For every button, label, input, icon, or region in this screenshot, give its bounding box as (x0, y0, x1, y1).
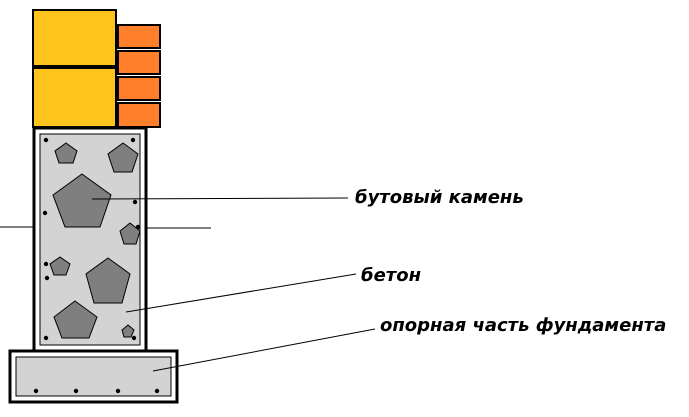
rebar-dot (43, 335, 49, 341)
yellow-block-top (32, 9, 117, 67)
label-footing: опорная часть фундамента (380, 315, 666, 336)
rebar-dot (43, 137, 49, 143)
rebar-dot (154, 388, 160, 394)
rubble-stone (85, 257, 131, 304)
rubble-stones (49, 142, 141, 339)
footing (8, 349, 179, 404)
leader-line-footing (152, 328, 376, 372)
rebar-dot (131, 335, 137, 341)
label-rubble-stone: бутовый камень (355, 187, 524, 208)
rebar-dot (44, 275, 50, 281)
rebar-dot (33, 388, 39, 394)
foundation-wall (32, 126, 148, 353)
rubble-stone (49, 256, 71, 276)
rebar-dot (73, 388, 79, 394)
leader-lines (91, 197, 376, 372)
brick-2 (117, 50, 161, 75)
brick-4 (117, 102, 161, 128)
rubble-stone (52, 173, 112, 228)
rebar-dot (42, 210, 48, 216)
rubble-stone (119, 222, 141, 245)
rebar-dot (115, 388, 121, 394)
rebar-dot (130, 137, 136, 143)
leader-line-rubble-stone (91, 197, 349, 200)
yellow-block-bottom (32, 67, 117, 128)
brick-1 (117, 24, 161, 49)
footing-concrete (15, 356, 172, 397)
ground-level (0, 226, 211, 229)
leader-line-concrete (125, 273, 357, 313)
rubble-stone (121, 324, 135, 338)
rebar-dot (43, 261, 49, 267)
label-concrete: бетон (361, 265, 421, 286)
rebar-dots (42, 137, 141, 341)
rubble-stone (53, 300, 98, 339)
wall-blocks (32, 9, 117, 128)
brick-3 (117, 76, 161, 101)
rebar-dot (132, 199, 138, 205)
facing-bricks (117, 24, 161, 128)
footing-rebar-dots (33, 388, 160, 394)
rubble-stone (107, 142, 139, 173)
rubble-stone (54, 142, 78, 164)
